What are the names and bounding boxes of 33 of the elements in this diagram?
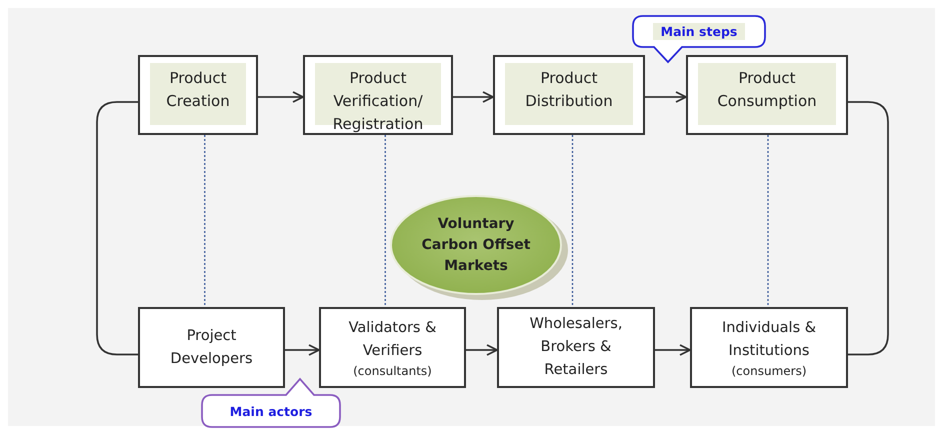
step-label: Product Verification/ Registration	[332, 68, 424, 135]
connector-line	[96, 101, 138, 356]
actor-box	[690, 307, 848, 388]
step-label: Product Consumption	[716, 68, 818, 112]
process-box	[493, 55, 645, 135]
arrow	[453, 91, 494, 103]
step-label: Product Distribution	[524, 68, 614, 112]
role-note: (consultants)	[353, 362, 432, 378]
dotted-connector	[767, 135, 769, 307]
actor-box	[319, 307, 466, 388]
process-box	[303, 55, 453, 135]
arrow	[655, 344, 691, 356]
actor-label: Wholesalers, Brokers & Retailers	[528, 315, 624, 380]
market-label: Voluntary Carbon Offset Markets	[420, 214, 532, 276]
dotted-connector	[384, 135, 386, 307]
connector-line	[848, 101, 889, 356]
callout-label: Main actors	[228, 402, 314, 420]
role-note: (consumers)	[731, 362, 807, 378]
arrow	[258, 91, 304, 103]
actor-box	[497, 307, 655, 388]
arrow	[285, 344, 320, 356]
actor-box	[138, 307, 285, 388]
actor-label: Validators & Verifiers	[348, 318, 438, 360]
actor-label: Project Developers	[169, 326, 254, 368]
step-label: Product Creation	[165, 68, 231, 112]
callout-label: Main steps	[652, 22, 746, 40]
dotted-connector	[572, 135, 574, 307]
process-box	[686, 55, 848, 135]
dotted-connector	[204, 135, 206, 307]
process-box	[138, 55, 258, 135]
arrow	[645, 91, 687, 103]
arrow	[466, 344, 498, 356]
actor-label: Individuals & Institutions	[720, 318, 818, 360]
